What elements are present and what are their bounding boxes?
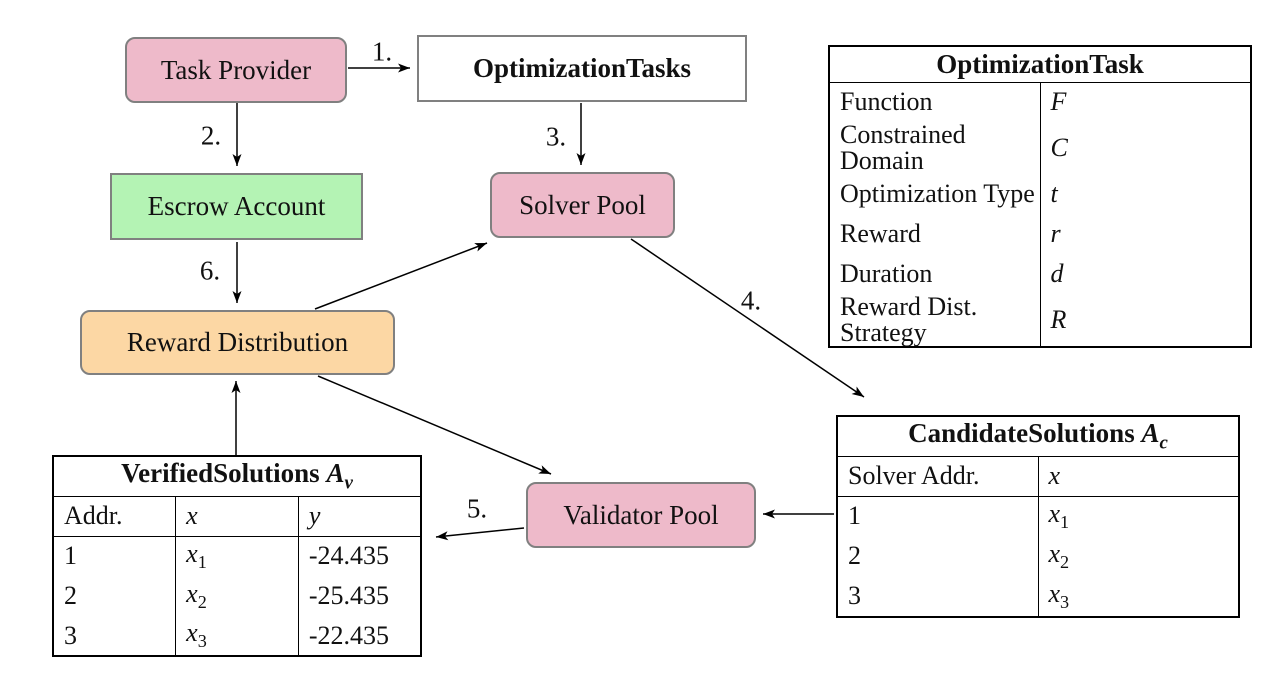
edge-label-2: 2. xyxy=(200,120,222,151)
node-reward-distribution: Reward Distribution xyxy=(80,310,395,375)
table-row: 3 x3 xyxy=(837,576,1239,617)
field-label: Constrained Domain xyxy=(840,122,966,174)
edge-label-3: 3. xyxy=(545,121,567,152)
edge-label-1: 1. xyxy=(371,36,393,67)
edge-label-4: 4. xyxy=(740,285,762,316)
node-escrow-account: Escrow Account xyxy=(110,173,363,240)
cell-x: x3 xyxy=(175,616,299,656)
field-symbol: t xyxy=(1039,174,1251,214)
cell-x: x3 xyxy=(1037,576,1239,617)
cell-x: x2 xyxy=(175,576,299,616)
cell-addr: 2 xyxy=(848,541,861,570)
field-symbol: C xyxy=(1039,122,1251,174)
cell-addr: 3 xyxy=(848,581,861,610)
field-symbol: r xyxy=(1039,214,1251,254)
field-label: Reward Dist. Strategy xyxy=(840,294,978,347)
edge-label-6: 6. xyxy=(199,255,221,286)
col-header-x: x xyxy=(175,496,299,537)
field-label: Optimization Type xyxy=(840,179,1035,208)
cell-x: x1 xyxy=(175,536,299,576)
table-row: 1 x1 -24.435 xyxy=(53,536,421,576)
table-title-text: VerifiedSolutions xyxy=(121,457,320,488)
node-optimization-tasks: OptimizationTasks xyxy=(417,35,747,102)
node-task-provider: Task Provider xyxy=(125,37,347,103)
table-row: 2 x2 -25.435 xyxy=(53,576,421,616)
table-row: 1 x1 xyxy=(837,496,1239,536)
cell-x: x1 xyxy=(1037,496,1239,536)
cell-addr: 2 xyxy=(64,581,77,610)
col-header-y: y xyxy=(297,496,421,537)
cell-addr: 1 xyxy=(64,541,77,571)
col-header-x: x xyxy=(1037,456,1239,497)
field-label: Duration xyxy=(840,259,933,288)
cell-y: -22.435 xyxy=(297,616,421,656)
arrow-rewarddistribution-to-validatorpool xyxy=(317,375,552,475)
arrow-4-solverpool-to-candidatesolutions xyxy=(630,238,865,398)
arrow-rewarddistribution-to-solverpool xyxy=(314,242,488,310)
table-title-symbol: Av xyxy=(326,457,353,493)
col-header-solver-addr: Solver Addr. xyxy=(837,456,1038,497)
cell-addr: 3 xyxy=(64,620,77,650)
cell-addr: 1 xyxy=(848,501,861,531)
optimization-task-table: OptimizationTask Function F Constrained … xyxy=(828,45,1252,348)
table-title-text: CandidateSolutions xyxy=(908,417,1135,448)
field-label: Reward xyxy=(840,219,921,248)
optimization-task-table-title: OptimizationTask xyxy=(829,46,1251,83)
col-header-addr: Addr. xyxy=(53,496,176,537)
verified-solutions-table: VerifiedSolutions Av Addr. x y 1 x1 -24.… xyxy=(52,455,422,657)
cell-y: -24.435 xyxy=(297,536,421,576)
table-row: 2 x2 xyxy=(837,536,1239,576)
verified-solutions-table-title: VerifiedSolutions Av xyxy=(53,456,421,497)
field-label: Function xyxy=(840,87,933,117)
table-row: 3 x3 -22.435 xyxy=(53,616,421,656)
field-symbol: d xyxy=(1039,254,1251,294)
table-title-symbol: Ac xyxy=(1141,417,1168,453)
arrow-5-validatorpool-to-verifiedsolutions xyxy=(435,527,525,541)
node-solver-pool: Solver Pool xyxy=(490,172,675,238)
candidate-solutions-table: CandidateSolutions Ac Solver Addr. x 1 x… xyxy=(836,415,1240,618)
field-symbol: F xyxy=(1039,82,1251,122)
node-validator-pool: Validator Pool xyxy=(526,482,756,548)
field-symbol: R xyxy=(1039,294,1251,347)
candidate-solutions-table-title: CandidateSolutions Ac xyxy=(837,416,1239,457)
edge-label-5: 5. xyxy=(466,493,488,524)
cell-x: x2 xyxy=(1037,536,1239,576)
cell-y: -25.435 xyxy=(297,576,421,616)
